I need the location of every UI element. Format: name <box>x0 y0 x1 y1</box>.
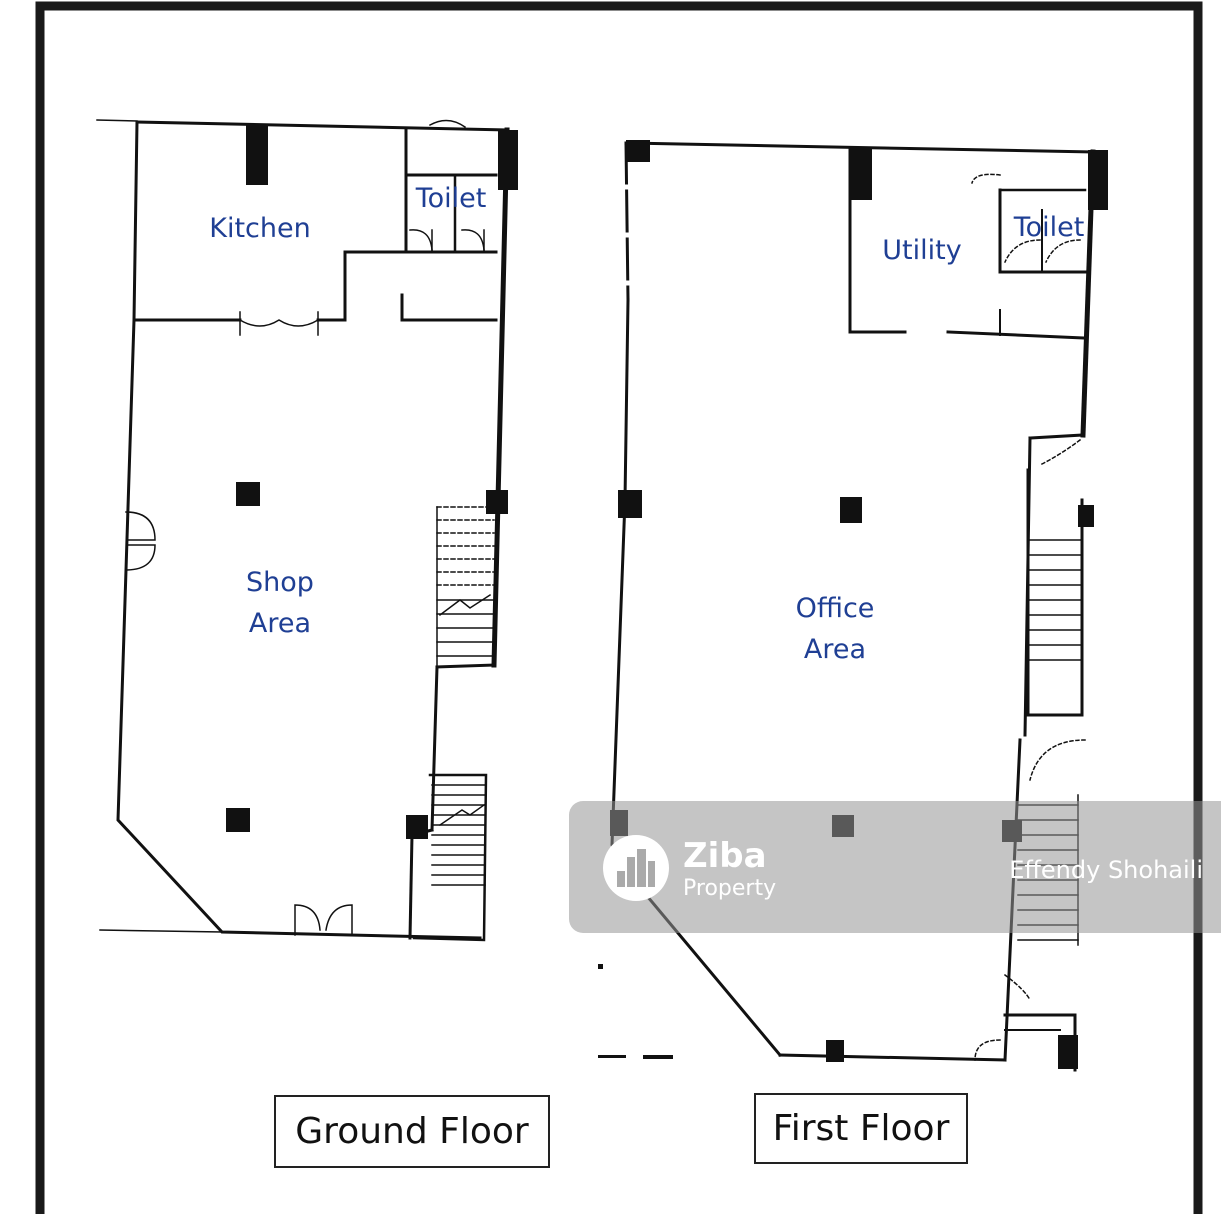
gf-column <box>406 815 428 839</box>
building-icon <box>603 835 669 901</box>
gf-column <box>236 482 260 506</box>
watermark-brand-sub: Property <box>683 876 777 901</box>
watermark-banner: Ziba Property Effendy Shohaili <box>569 801 1221 933</box>
room-label-shop-area-line2: Area <box>248 608 312 639</box>
room-label-ff-toilet: Toilet <box>1013 212 1085 243</box>
gf-column <box>246 125 268 185</box>
ff-column <box>1088 150 1108 210</box>
room-label-office-area-line2: Area <box>803 634 867 665</box>
ground-floor-title: Ground Floor <box>274 1095 550 1168</box>
ff-column <box>643 1055 673 1059</box>
watermark-brand: Ziba <box>683 836 767 876</box>
room-label-shop-area-line1: Shop <box>246 567 314 598</box>
ff-column <box>850 148 872 200</box>
ff-column <box>618 490 642 518</box>
ff-column <box>826 1040 844 1062</box>
gf-right-wall <box>491 127 510 668</box>
first-floor-title: First Floor <box>754 1093 968 1164</box>
gf-outer-wall <box>135 120 509 132</box>
ff-column <box>1058 1035 1078 1069</box>
room-label-office-area-line1: Office <box>795 593 875 624</box>
gf-column <box>498 130 518 190</box>
watermark-agent-name: Effendy Shohaili <box>1009 856 1203 884</box>
ff-column <box>1078 505 1094 527</box>
room-label-utility: Utility <box>882 235 962 266</box>
ground-floor-plan <box>96 119 518 942</box>
gf-column <box>486 490 508 514</box>
room-label-kitchen: Kitchen <box>209 213 311 244</box>
sheet-border <box>35 1 1203 1214</box>
ff-column <box>626 140 650 162</box>
room-label-gf-toilet: Toilet <box>415 183 487 214</box>
ff-column <box>840 497 862 523</box>
gf-column <box>226 808 250 832</box>
